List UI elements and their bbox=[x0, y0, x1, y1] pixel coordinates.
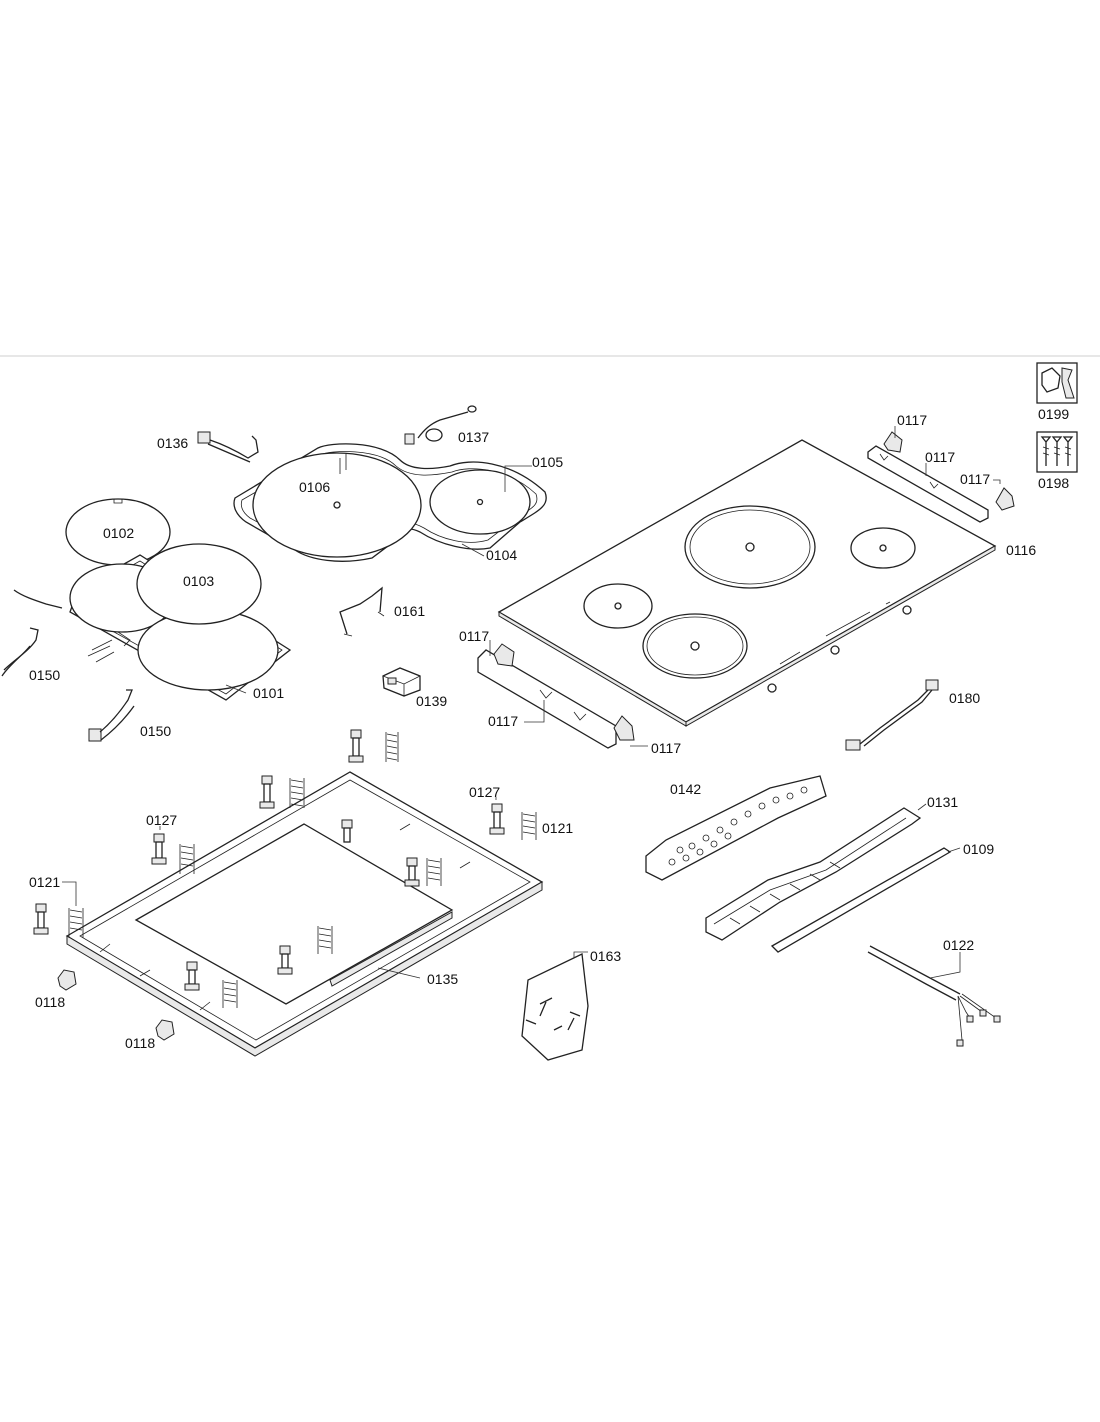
label-0127-a: 0127 bbox=[469, 784, 500, 800]
part-0121-spring-d bbox=[179, 844, 195, 874]
leader-0131 bbox=[917, 803, 927, 811]
part-0118-clip-a bbox=[57, 969, 77, 991]
label-0118-a: 0118 bbox=[35, 994, 65, 1010]
part-0142-control-board bbox=[645, 775, 827, 881]
label-0150-b: 0150 bbox=[140, 723, 171, 739]
part-0127-foot-a bbox=[348, 729, 364, 763]
part-0117-clip-c bbox=[493, 643, 515, 667]
label-0101: 0101 bbox=[253, 685, 284, 701]
part-0127-foot-d bbox=[151, 833, 167, 865]
part-0137-sensor bbox=[404, 405, 477, 445]
part-0161-wire bbox=[339, 586, 385, 637]
label-0137: 0137 bbox=[458, 429, 489, 445]
label-0139: 0139 bbox=[416, 693, 447, 709]
leader-0163 bbox=[573, 951, 588, 958]
part-0117-clip-a bbox=[883, 431, 903, 453]
label-0180: 0180 bbox=[949, 690, 980, 706]
part-0163-screw-bag bbox=[521, 953, 589, 1061]
part-0127-foot-f bbox=[184, 819, 442, 1008]
screws-icon bbox=[1036, 431, 1078, 473]
part-0121-spring-c bbox=[521, 812, 537, 840]
label-0131: 0131 bbox=[927, 794, 958, 810]
label-0122: 0122 bbox=[943, 937, 974, 953]
label-0199: 0199 bbox=[1038, 406, 1069, 422]
part-0117-rail-bottom bbox=[477, 649, 617, 749]
part-0109-rail bbox=[770, 847, 952, 953]
part-0180-cable bbox=[845, 679, 939, 751]
part-0121-spring-b bbox=[289, 778, 305, 808]
part-0103-disc bbox=[136, 543, 262, 625]
label-0102: 0102 bbox=[103, 525, 134, 541]
label-0117-c: 0117 bbox=[960, 471, 990, 487]
label-0150-a: 0150 bbox=[29, 667, 60, 683]
part-0131-support-frame bbox=[705, 807, 922, 941]
label-0121-b: 0121 bbox=[29, 874, 60, 890]
leader-0121-b bbox=[62, 881, 77, 906]
part-0101-coil-carrier bbox=[69, 554, 292, 701]
part-0127-foot-c bbox=[489, 803, 505, 835]
label-0135: 0135 bbox=[427, 971, 458, 987]
leader-0122 bbox=[929, 952, 961, 979]
label-0117-d: 0117 bbox=[459, 628, 489, 644]
part-0150-cable-a bbox=[1, 589, 63, 677]
part-0127-foot-b bbox=[259, 775, 275, 809]
part-0117-clip-b bbox=[995, 487, 1015, 511]
label-0104: 0104 bbox=[486, 547, 517, 563]
part-0118-clip-b bbox=[155, 1019, 175, 1041]
label-0163: 0163 bbox=[590, 948, 621, 964]
label-0117-b: 0117 bbox=[925, 449, 955, 465]
part-0117-rail-top bbox=[867, 445, 989, 523]
part-0127-foot-e bbox=[33, 903, 49, 935]
label-0117-e: 0117 bbox=[488, 713, 518, 729]
leader-0117-c bbox=[993, 479, 1001, 484]
label-0127-b: 0127 bbox=[146, 812, 177, 828]
label-0109: 0109 bbox=[963, 841, 994, 857]
label-0116: 0116 bbox=[1006, 542, 1036, 558]
label-0105: 0105 bbox=[532, 454, 563, 470]
part-0117-clip-d bbox=[613, 715, 635, 741]
label-0136: 0136 bbox=[157, 435, 188, 451]
part-0136-clip bbox=[197, 431, 259, 463]
part-0106-large-coil bbox=[252, 452, 422, 558]
leader-0117-e bbox=[524, 700, 545, 723]
part-0105-small-coil bbox=[429, 469, 531, 535]
part-0135-base-tray bbox=[65, 771, 544, 1057]
part-0121-spring-a bbox=[385, 732, 399, 762]
leader-0109 bbox=[947, 847, 961, 853]
label-0198: 0198 bbox=[1038, 475, 1069, 491]
label-0106: 0106 bbox=[299, 479, 330, 495]
label-0161: 0161 bbox=[394, 603, 425, 619]
label-0121-a: 0121 bbox=[542, 820, 573, 836]
label-0117-a: 0117 bbox=[897, 412, 927, 428]
leader-0101 bbox=[225, 684, 247, 694]
leader-0135 bbox=[377, 967, 421, 979]
label-0117-f: 0117 bbox=[651, 740, 681, 756]
part-0150-cable-b bbox=[88, 689, 135, 742]
leader-0104 bbox=[461, 543, 485, 557]
part-0116-glass-cooktop bbox=[497, 439, 997, 727]
wrench-icon bbox=[1036, 362, 1078, 404]
label-0103: 0103 bbox=[183, 573, 214, 589]
part-0139-bracket bbox=[382, 667, 421, 697]
label-0142: 0142 bbox=[670, 781, 701, 797]
part-0122-power-cable bbox=[867, 945, 1001, 1047]
label-0118-b: 0118 bbox=[125, 1035, 155, 1051]
part-0121-spring-e bbox=[68, 908, 84, 938]
leader-0105 bbox=[504, 465, 532, 492]
